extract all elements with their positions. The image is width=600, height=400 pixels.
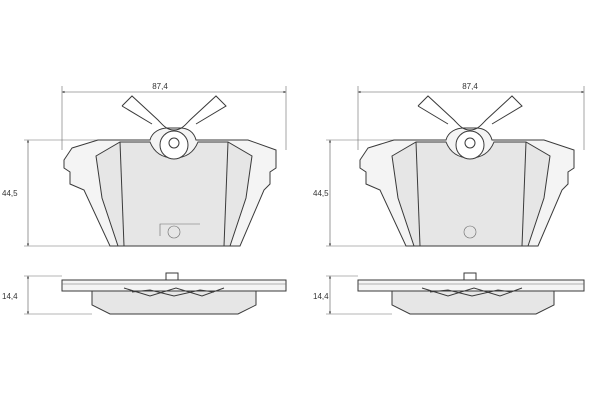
right-pad-side-view: 14,4 <box>313 272 585 315</box>
thickness-dimension-label: 14,4 <box>313 292 329 301</box>
height-dimension-label: 44,5 <box>313 189 329 198</box>
eyelet-inner <box>168 137 180 149</box>
friction-side <box>91 290 257 315</box>
right-pad-front-view: 87,4 44,5 <box>313 82 585 247</box>
friction-side <box>391 290 555 315</box>
left-pad-side-view: 14,4 <box>2 272 287 315</box>
wear-indicator <box>159 223 200 236</box>
backing-plate-side <box>61 279 287 292</box>
eyelet-outer <box>455 130 485 160</box>
eyelet-inner <box>464 137 476 149</box>
spring-clip <box>121 95 227 131</box>
spring-clip <box>417 95 523 131</box>
eyelet-outer <box>159 130 189 160</box>
left-pad-front-view: 87,4 44,5 <box>2 82 287 247</box>
width-dimension-label: 87,4 <box>462 82 478 91</box>
width-dimension-label: 87,4 <box>152 82 168 91</box>
height-dimension-label: 44,5 <box>2 189 18 198</box>
thickness-dimension-label: 14,4 <box>2 292 18 301</box>
